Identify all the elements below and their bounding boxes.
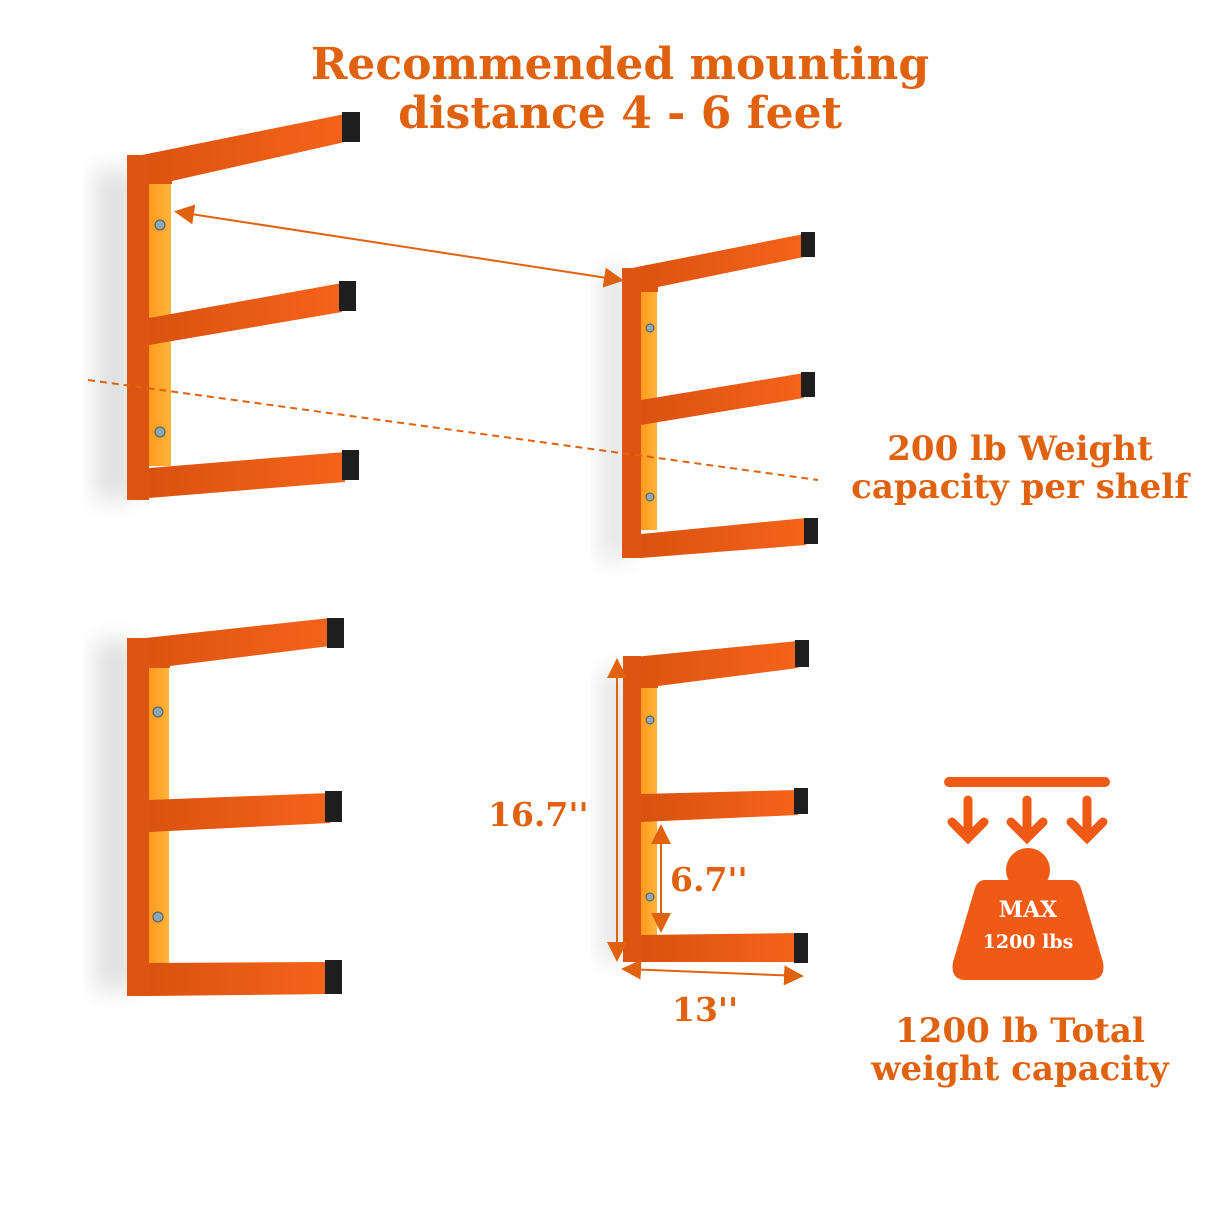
bracket-bottom-left <box>95 618 344 996</box>
per-shelf-capacity-callout: 200 lb Weight capacity per shelf <box>830 430 1210 506</box>
depth-arrow <box>621 959 804 986</box>
bracket-top-left <box>95 112 360 500</box>
weight-icon <box>944 777 1110 980</box>
weight-icon-label: MAX <box>998 897 1058 923</box>
weight-icon-value: 1200 lbs <box>982 931 1074 953</box>
bracket-dimensioned <box>600 640 809 963</box>
height-dimension-label: 16.7'' <box>488 795 589 834</box>
total-line-1: 1200 lb Total <box>895 1011 1145 1051</box>
per-shelf-line-2: capacity per shelf <box>851 467 1189 508</box>
spacing-dimension-label: 6.7'' <box>670 860 748 899</box>
distance-arrow <box>174 204 624 288</box>
level-line <box>87 379 819 481</box>
title-line-1: Recommended mounting <box>310 39 930 90</box>
depth-dimension-label: 13'' <box>672 990 739 1029</box>
title-line-2: distance 4 - 6 feet <box>398 88 842 140</box>
page-title: Recommended mounting distance 4 - 6 feet <box>250 40 990 139</box>
total-line-2: weight capacity <box>871 1049 1169 1090</box>
bracket-top-right <box>600 232 818 560</box>
total-capacity-callout: 1200 lb Total weight capacity <box>850 1012 1190 1088</box>
per-shelf-line-1: 200 lb Weight <box>887 429 1153 469</box>
